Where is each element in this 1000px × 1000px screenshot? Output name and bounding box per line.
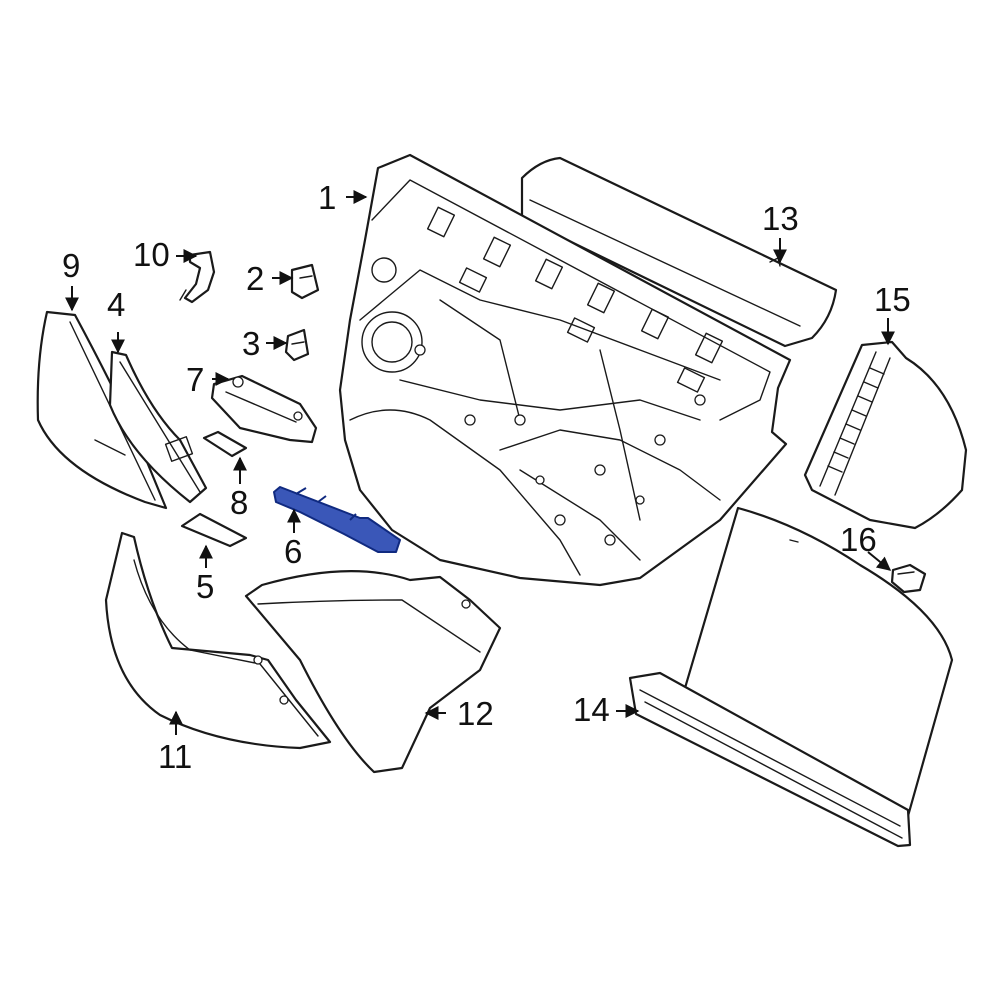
callout-12[interactable]: 12 bbox=[457, 695, 494, 732]
callout-1[interactable]: 1 bbox=[318, 179, 336, 216]
callout-labels: 1 2 3 4 5 6 7 8 9 10 11 12 13 14 15 16 bbox=[62, 179, 911, 775]
part-3-bracket[interactable] bbox=[284, 328, 310, 362]
part-4-switch-bezel[interactable] bbox=[108, 350, 208, 504]
callout-10[interactable]: 10 bbox=[133, 236, 170, 273]
callout-4[interactable]: 4 bbox=[107, 286, 125, 323]
part-5-pad[interactable] bbox=[180, 512, 248, 548]
part-11-lower-trim[interactable] bbox=[104, 531, 332, 750]
callout-6[interactable]: 6 bbox=[284, 533, 302, 570]
leader-lines bbox=[65, 190, 895, 735]
part-14-lower-panel[interactable] bbox=[628, 506, 954, 848]
part-12-lower-trim[interactable] bbox=[244, 570, 502, 774]
part-16-clip[interactable] bbox=[890, 563, 927, 594]
callout-5[interactable]: 5 bbox=[196, 568, 214, 605]
callout-14[interactable]: 14 bbox=[573, 691, 610, 728]
callout-16[interactable]: 16 bbox=[840, 521, 877, 558]
callout-3[interactable]: 3 bbox=[242, 325, 260, 362]
callout-15[interactable]: 15 bbox=[874, 281, 911, 318]
callout-13[interactable]: 13 bbox=[762, 200, 799, 237]
part-13-upper-trim-strip[interactable] bbox=[520, 156, 838, 348]
part-2-bracket[interactable] bbox=[290, 263, 320, 300]
callout-9[interactable]: 9 bbox=[62, 247, 80, 284]
callout-2[interactable]: 2 bbox=[246, 260, 264, 297]
part-8-plate[interactable] bbox=[202, 430, 248, 458]
part-15-end-cap[interactable] bbox=[803, 340, 968, 530]
part-10-bracket[interactable] bbox=[179, 250, 216, 304]
part-7-handle-housing[interactable] bbox=[210, 374, 318, 444]
callout-7[interactable]: 7 bbox=[186, 361, 204, 398]
callout-8[interactable]: 8 bbox=[230, 484, 248, 521]
leader-16 bbox=[867, 551, 892, 571]
callout-11[interactable]: 11 bbox=[158, 738, 192, 775]
part-1-door-inner-panel[interactable] bbox=[338, 153, 792, 587]
